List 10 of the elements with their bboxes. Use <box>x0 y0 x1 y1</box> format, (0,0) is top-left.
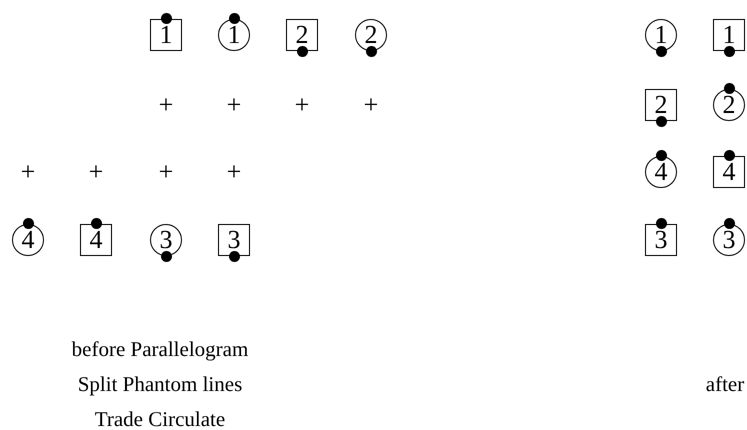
plus-sign: + <box>20 159 36 185</box>
plus-sign: + <box>226 159 242 185</box>
plus-sign: + <box>158 92 174 118</box>
plus-sign: + <box>88 159 104 185</box>
plus-sign: + <box>294 92 310 118</box>
caption: after <box>704 371 746 398</box>
plus-sign: + <box>364 92 378 118</box>
caption: before Parallelogram Split Phantom lines Trade Circulate <box>70 336 250 430</box>
plus-sign: + <box>158 159 174 185</box>
plus-sign: + <box>226 92 242 118</box>
